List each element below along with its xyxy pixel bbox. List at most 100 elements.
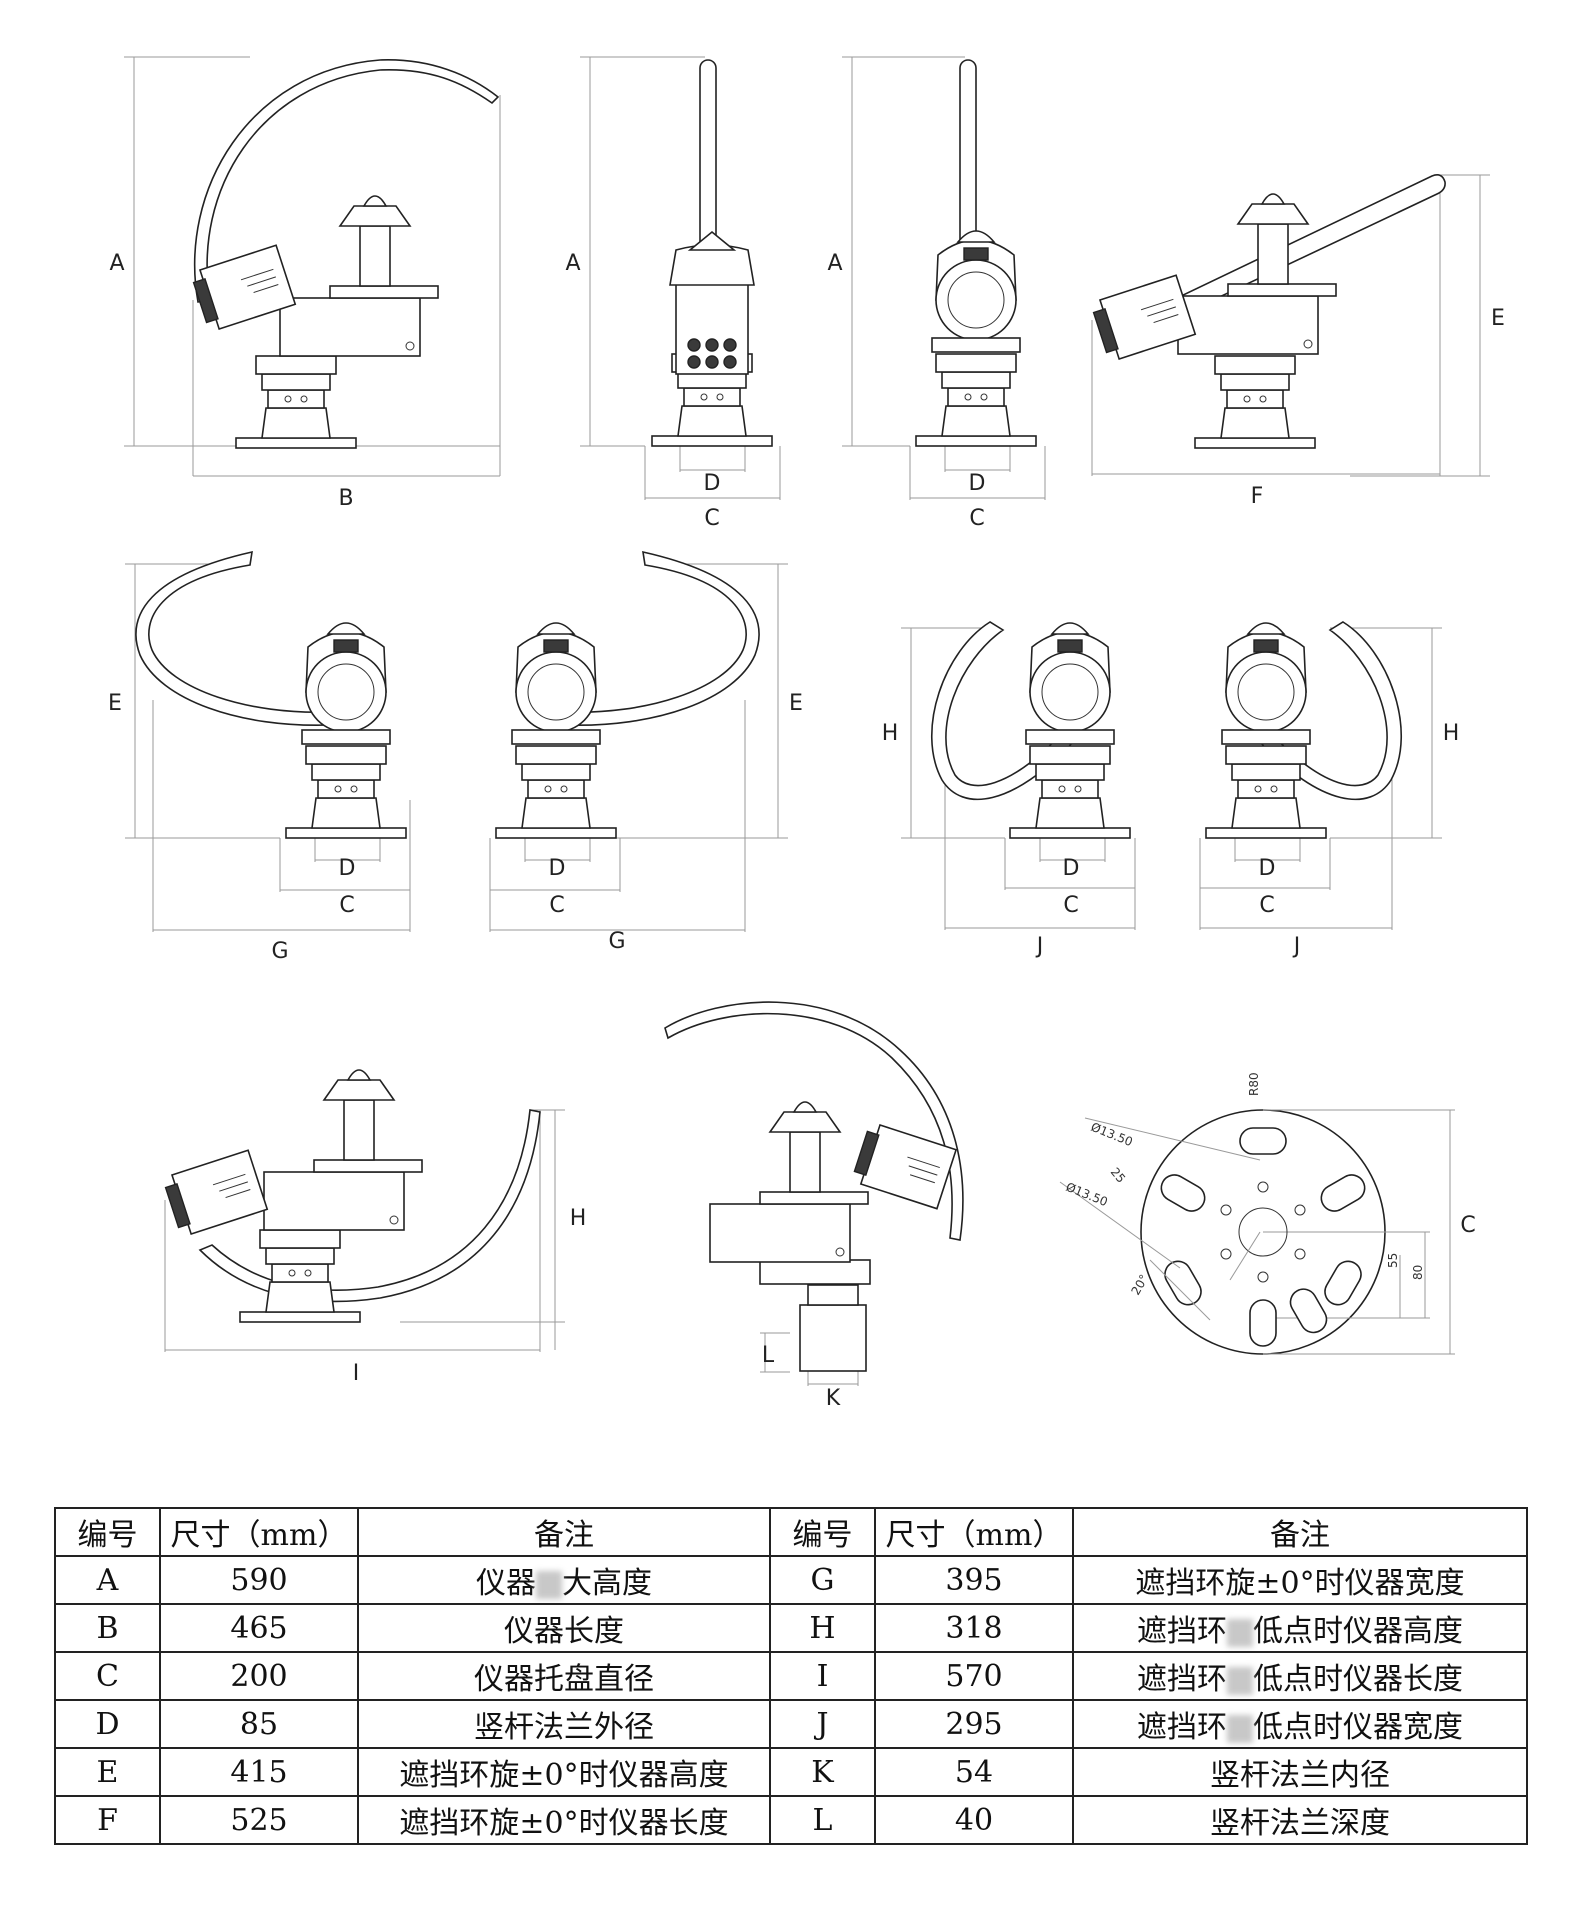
rfl-label-c: C: [339, 893, 354, 918]
table-row: E 415 遮挡环旋±0°时仪器高度 K 54 竖杆法兰内径: [54, 1747, 1528, 1797]
note-tail: 低点时仪器长度: [1253, 1662, 1463, 1697]
rfl-label-e: E: [108, 691, 122, 716]
ring-low-left: H D C J: [882, 621, 1136, 959]
tray-plate: Ø13.50 Ø13.50 R80 25 55 80 20° C: [1059, 1072, 1476, 1355]
header-size-1: 尺寸（mm）: [159, 1507, 359, 1557]
rls-label-h: H: [570, 1206, 587, 1231]
rfr-label-d: D: [549, 856, 566, 881]
blurred-text: [536, 1571, 562, 1599]
tray-slot2: Ø13.50: [1064, 1180, 1110, 1209]
technical-drawing: A B A D C A D: [108, 56, 1505, 1411]
rlr-label-c: C: [1259, 893, 1274, 918]
note-start: 遮挡环: [1137, 1710, 1227, 1745]
cell-size: 590: [159, 1555, 359, 1605]
blurred-text: [1227, 1619, 1253, 1647]
note-start: 遮挡环: [1137, 1662, 1227, 1697]
tray-d25: 25: [1108, 1165, 1129, 1186]
flange-detail: L K: [664, 1001, 964, 1411]
cell-note: 遮挡环旋±0°时仪器长度: [357, 1795, 771, 1845]
cell-id: H: [769, 1603, 876, 1653]
cell-size: 395: [874, 1555, 1074, 1605]
cell-note: 仪器大高度: [357, 1555, 771, 1605]
tray-d80: 80: [1411, 1265, 1425, 1280]
cell-note: 遮挡环低点时仪器宽度: [1072, 1699, 1528, 1749]
flange-label-k: K: [826, 1386, 841, 1411]
side-view-1: A B: [109, 56, 501, 511]
header-size-2: 尺寸（mm）: [874, 1507, 1074, 1557]
cell-id: L: [769, 1795, 876, 1845]
front-label-a: A: [565, 251, 580, 276]
rll-label-j: J: [1035, 934, 1044, 959]
cell-id: I: [769, 1651, 876, 1701]
cell-id: F: [54, 1795, 161, 1845]
view4-label-e: E: [1491, 306, 1505, 331]
ring-low-side: H I: [161, 1069, 587, 1386]
view4-label-f: F: [1251, 484, 1264, 509]
cell-size: 415: [159, 1747, 359, 1797]
cell-id: B: [54, 1603, 161, 1653]
table-row: F 525 遮挡环旋±0°时仪器长度 L 40 竖杆法兰深度: [54, 1795, 1528, 1845]
table-header-row: 编号 尺寸（mm） 备注 编号 尺寸（mm） 备注: [54, 1507, 1528, 1557]
tray-r80: R80: [1247, 1072, 1261, 1096]
cell-size: 54: [874, 1747, 1074, 1797]
flange-label-l: L: [762, 1343, 775, 1368]
rfr-label-g: G: [608, 929, 625, 954]
cell-note: 遮挡环低点时仪器长度: [1072, 1651, 1528, 1701]
tray-angle: 20°: [1128, 1272, 1151, 1297]
cell-size: 85: [159, 1699, 359, 1749]
rfl-label-d: D: [339, 856, 356, 881]
front-label-c: C: [704, 506, 719, 531]
note-tail: 低点时仪器宽度: [1253, 1710, 1463, 1745]
cell-id: E: [54, 1747, 161, 1797]
view1-label-b: B: [338, 486, 353, 511]
cell-id: J: [769, 1699, 876, 1749]
rfl-label-g: G: [271, 939, 288, 964]
cell-note: 竖杆法兰深度: [1072, 1795, 1528, 1845]
ring-low-right: H D C J: [1199, 621, 1460, 959]
rll-label-h: H: [882, 721, 899, 746]
ring-front-right: E D C G: [489, 550, 803, 954]
side-view-2: E F: [1089, 174, 1505, 509]
cell-id: A: [54, 1555, 161, 1605]
header-note-2: 备注: [1072, 1507, 1528, 1557]
cell-size: 318: [874, 1603, 1074, 1653]
cell-size: 295: [874, 1699, 1074, 1749]
view1-label-a: A: [109, 251, 124, 276]
rfr-label-c: C: [549, 893, 564, 918]
cell-size: 525: [159, 1795, 359, 1845]
note-start: 仪器: [476, 1566, 536, 1601]
blurred-text: [1227, 1715, 1253, 1743]
note-tail: 低点时仪器高度: [1253, 1614, 1463, 1649]
table-row: D 85 竖杆法兰外径 J 295 遮挡环低点时仪器宽度: [54, 1699, 1528, 1749]
tray-d55: 55: [1386, 1253, 1400, 1268]
tray-label-c: C: [1460, 1213, 1475, 1238]
cell-note: 遮挡环旋±0°时仪器宽度: [1072, 1555, 1528, 1605]
back-label-c: C: [969, 506, 984, 531]
ring-front-left: E D C G: [108, 550, 411, 964]
blurred-text: [1227, 1667, 1253, 1695]
header-id-1: 编号: [54, 1507, 161, 1557]
front-label-d: D: [704, 471, 721, 496]
cell-size: 465: [159, 1603, 359, 1653]
header-note-1: 备注: [357, 1507, 771, 1557]
table-row: B 465 仪器长度 H 318 遮挡环低点时仪器高度: [54, 1603, 1528, 1653]
cell-id: C: [54, 1651, 161, 1701]
cell-id: K: [769, 1747, 876, 1797]
note-tail: 大高度: [562, 1566, 652, 1601]
rls-label-i: I: [353, 1361, 360, 1386]
cell-id: D: [54, 1699, 161, 1749]
cell-note: 竖杆法兰内径: [1072, 1747, 1528, 1797]
cell-note: 仪器长度: [357, 1603, 771, 1653]
dimension-table: 编号 尺寸（mm） 备注 编号 尺寸（mm） 备注 A 590 仪器大高度 G …: [54, 1507, 1528, 1845]
cell-size: 570: [874, 1651, 1074, 1701]
rlr-label-h: H: [1443, 721, 1460, 746]
back-view: A D C: [827, 56, 1046, 531]
rlr-label-d: D: [1259, 856, 1276, 881]
header-id-2: 编号: [769, 1507, 876, 1557]
rll-label-c: C: [1063, 893, 1078, 918]
rlr-label-j: J: [1292, 934, 1301, 959]
cell-note: 竖杆法兰外径: [357, 1699, 771, 1749]
rll-label-d: D: [1063, 856, 1080, 881]
table-row: C 200 仪器托盘直径 I 570 遮挡环低点时仪器长度: [54, 1651, 1528, 1701]
cell-id: G: [769, 1555, 876, 1605]
